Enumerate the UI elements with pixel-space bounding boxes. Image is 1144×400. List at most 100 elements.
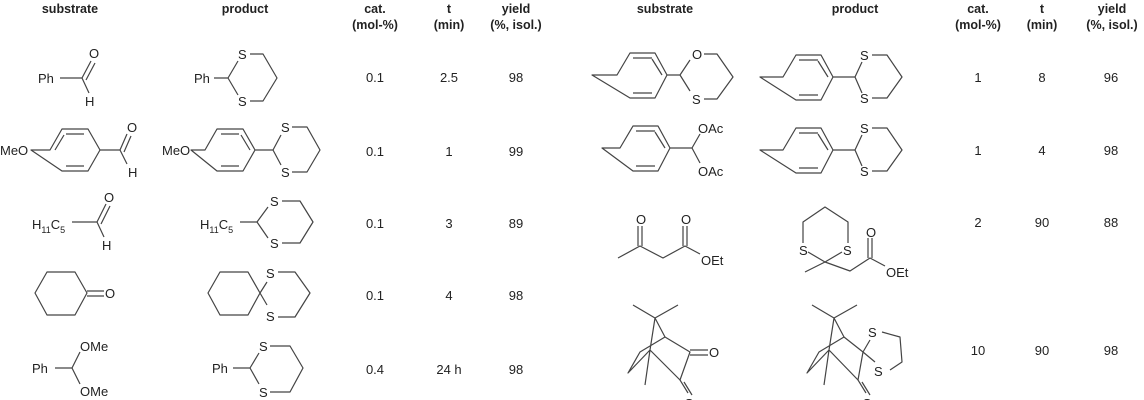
- atom-label: S: [860, 164, 869, 179]
- atom-label: Ph: [32, 361, 48, 376]
- cat-value: 0.1: [366, 288, 384, 303]
- atom-label: H: [102, 238, 111, 253]
- atom-label: OMe: [80, 384, 108, 399]
- table-row: 0.1 2.5 98: [366, 70, 523, 85]
- atom-label: O: [681, 212, 691, 227]
- atom-label: OAc: [698, 121, 724, 136]
- header-product: product: [222, 2, 269, 16]
- table-row: 1 4 98: [974, 143, 1118, 158]
- substrate-ethyl-acetoacetate: O O OEt: [617, 212, 724, 268]
- atom-label: OEt: [701, 253, 724, 268]
- table-row: 2 90 88: [974, 215, 1118, 230]
- atom-label: O: [127, 120, 137, 135]
- header-substrate: substrate: [42, 2, 98, 16]
- atom-label: S: [270, 236, 279, 251]
- product-pentyl-dithiane: H11C5 S S: [200, 194, 314, 251]
- yield-value: 98: [1104, 343, 1118, 358]
- atom-label: MeO: [0, 143, 28, 158]
- table-row: 0.4 24 h 98: [366, 362, 523, 377]
- atom-label: O: [684, 396, 694, 400]
- atom-label: S: [238, 47, 247, 62]
- atom-label: S: [799, 243, 808, 258]
- substrate-tolyl-oxathiane: O S: [591, 47, 734, 107]
- time-value: 4: [1038, 143, 1045, 158]
- atom-label: S: [281, 165, 290, 180]
- yield-value: 99: [509, 144, 523, 159]
- atom-label: S: [281, 120, 290, 135]
- yield-value: 98: [509, 70, 523, 85]
- yield-value: 96: [1104, 70, 1118, 85]
- product-tolyl-dithiane: S S: [759, 121, 903, 179]
- table-row: 1 8 96: [974, 70, 1118, 85]
- cat-value: 2: [974, 215, 981, 230]
- atom-label: S: [259, 339, 268, 354]
- atom-label: S: [266, 309, 275, 324]
- atom-label: O: [89, 46, 99, 61]
- yield-value: 89: [509, 216, 523, 231]
- atom-label: H11C5: [32, 217, 65, 235]
- header-cat: cat.: [967, 2, 989, 16]
- yield-value: 98: [1104, 143, 1118, 158]
- header-left: substrate product cat. (mol-%) t (min) y…: [42, 2, 542, 32]
- product-dithiane-ester: S S O OEt: [799, 206, 909, 280]
- header-time: t: [1040, 2, 1045, 16]
- time-value: 1: [445, 144, 452, 159]
- product-phenyl-dithiane: Ph S S: [194, 47, 278, 109]
- header-yield: yield: [502, 2, 531, 16]
- atom-label: O: [862, 396, 872, 400]
- atom-label: O: [636, 212, 646, 227]
- substrate-cyclohexanone: O: [34, 271, 115, 316]
- table-row: 0.1 3 89: [366, 216, 523, 231]
- atom-label: S: [238, 94, 247, 109]
- substrate-dimethyl-acetal: Ph OMe OMe: [32, 339, 108, 399]
- atom-label: H11C5: [200, 217, 233, 235]
- yield-value: 88: [1104, 215, 1118, 230]
- product-camphor-dithiolane: S S O: [806, 304, 903, 400]
- cat-value: 1: [974, 70, 981, 85]
- cat-value: 0.1: [366, 144, 384, 159]
- atom-label: S: [692, 92, 701, 107]
- header-yield-unit: (%, isol.): [490, 18, 541, 32]
- atom-label: S: [860, 48, 869, 63]
- atom-label: S: [843, 243, 852, 258]
- header-cat-unit: (mol-%): [352, 18, 398, 32]
- time-value: 90: [1035, 343, 1049, 358]
- substrate-hexanal: H11C5 O H: [32, 190, 114, 253]
- atom-label: O: [692, 47, 702, 62]
- atom-label: OAc: [698, 164, 724, 179]
- table-row: 0.1 1 99: [366, 144, 523, 159]
- substrate-benzaldehyde: Ph O H: [38, 46, 99, 109]
- atom-label: Ph: [38, 71, 54, 86]
- header-time-unit: (min): [1027, 18, 1058, 32]
- time-value: 90: [1035, 215, 1049, 230]
- product-anisyl-dithiane: MeO S S: [162, 120, 321, 180]
- header-yield-unit: (%, isol.): [1086, 18, 1137, 32]
- atom-label: OMe: [80, 339, 108, 354]
- header-right: substrate product cat. (mol-%) t (min) y…: [637, 2, 1138, 32]
- yield-value: 98: [509, 362, 523, 377]
- atom-label: S: [860, 121, 869, 136]
- atom-label: H: [85, 94, 94, 109]
- table-row: 10 90 98: [971, 343, 1118, 358]
- atom-label: S: [270, 194, 279, 209]
- atom-label: Ph: [194, 71, 210, 86]
- atom-label: O: [105, 286, 115, 301]
- time-value: 8: [1038, 70, 1045, 85]
- atom-label: O: [104, 190, 114, 205]
- time-value: 24 h: [436, 362, 461, 377]
- substrate-anisaldehyde: MeO O H: [0, 120, 137, 180]
- product-tolyl-dithiane: S S: [759, 48, 903, 106]
- time-value: 4: [445, 288, 452, 303]
- substrate-tolyl-diacetate: OAc OAc: [601, 121, 724, 179]
- atom-label: OEt: [886, 265, 909, 280]
- atom-label: O: [866, 225, 876, 240]
- header-time: t: [447, 2, 452, 16]
- time-value: 2.5: [440, 70, 458, 85]
- time-value: 3: [445, 216, 452, 231]
- substrate-camphorquinone: O O: [627, 304, 719, 400]
- header-cat: cat.: [364, 2, 386, 16]
- atom-label: S: [868, 325, 877, 340]
- product-phenyl-dithiane: Ph S S: [212, 339, 304, 400]
- atom-label: S: [259, 385, 268, 400]
